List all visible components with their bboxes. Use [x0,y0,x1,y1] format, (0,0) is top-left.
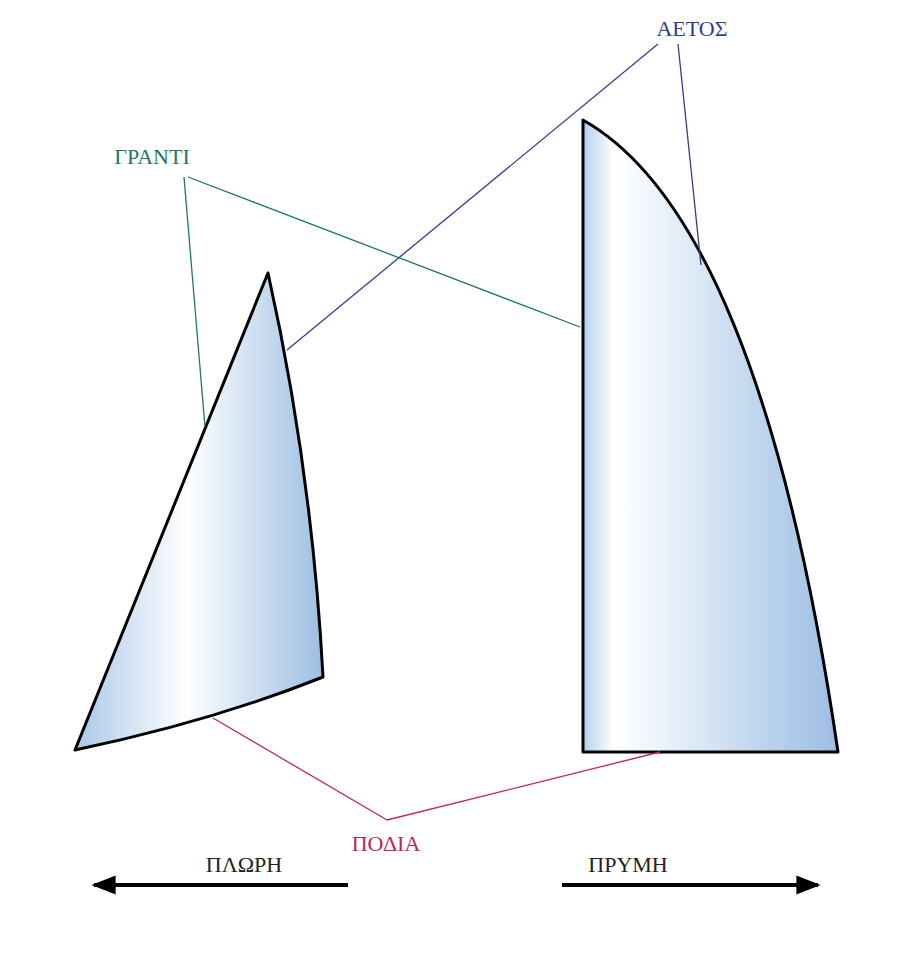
head-leaders [287,44,701,350]
direction-arrows [94,883,818,887]
luff-label: ΓΡΑΝΤΙ [112,146,192,168]
luff-leaders [184,177,580,427]
stern-label: ΠΡΥΜΗ [586,854,669,876]
foot-label: ΠΟΔΙΑ [350,833,423,855]
foot-leaders [213,718,660,820]
head-label: ΑΕΤΟΣ [654,18,729,40]
jib-sail [75,273,323,750]
main-sail [583,120,838,752]
bow-label: ΠΛΩΡΗ [204,854,284,876]
